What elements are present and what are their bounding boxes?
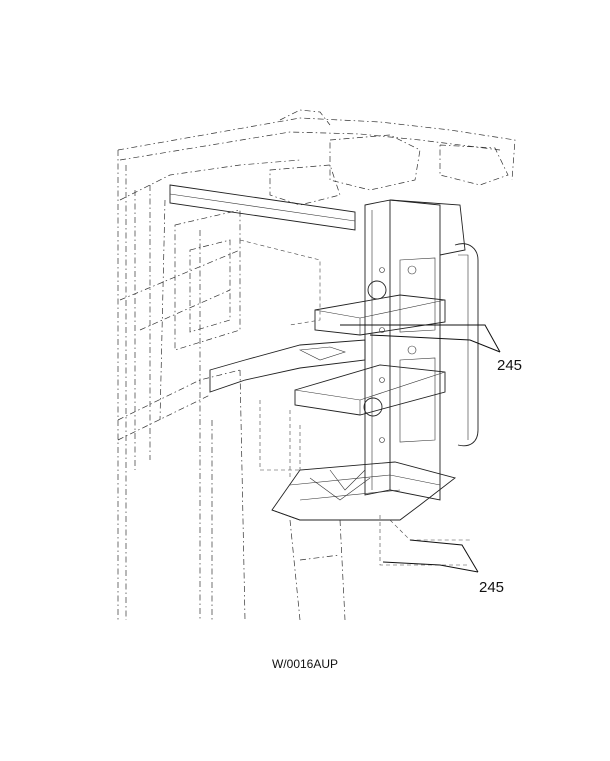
figure-id: W/0016AUP xyxy=(271,657,339,671)
bracket-assembly xyxy=(271,199,479,521)
vehicle-body-frame xyxy=(117,109,516,621)
callout-label-upper: 245 xyxy=(497,357,523,374)
leader-lines xyxy=(340,324,501,573)
callout-label-lower: 245 xyxy=(479,579,505,596)
cross-member-rail xyxy=(169,184,366,393)
projection-lines xyxy=(239,239,470,566)
